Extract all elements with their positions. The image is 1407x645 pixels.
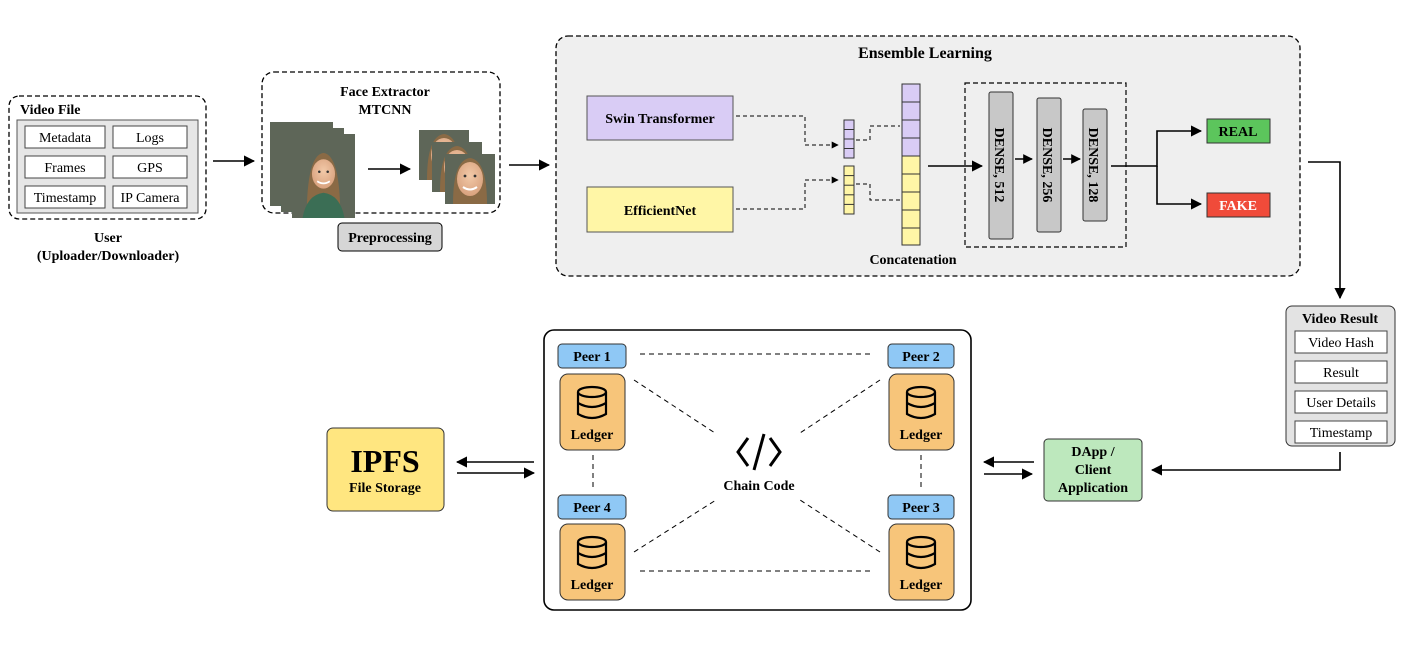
arrow-result-to-dapp (1150, 452, 1341, 476)
svg-text:Preprocessing: Preprocessing (348, 231, 431, 246)
video-field-timestamp: Timestamp (24, 185, 106, 209)
ipfs-title: IPFS (350, 443, 419, 479)
dense-layers-group (964, 82, 1127, 248)
svg-text:Ledger: Ledger (571, 428, 614, 443)
dense-layer-512: DENSE, 512 (988, 91, 1014, 240)
efficientnet-box: EfficientNet (586, 186, 734, 233)
svg-text:Logs: Logs (136, 131, 164, 146)
peer-3-label: Peer 3 (887, 494, 955, 520)
real-label: REAL (1206, 118, 1271, 144)
svg-text:Timestamp: Timestamp (34, 191, 97, 206)
fake-label: FAKE (1206, 192, 1271, 218)
database-icon (576, 385, 608, 420)
svg-text:FAKE: FAKE (1219, 199, 1257, 214)
video-file-title: Video File (20, 103, 81, 118)
svg-text:Ledger: Ledger (900, 578, 943, 593)
blockchain-network-panel: Chain Code Peer 1 Ledger Peer 2 (543, 329, 972, 611)
svg-text:Client: Client (1075, 463, 1112, 478)
code-icon (736, 433, 782, 471)
preprocessing-badge: Preprocessing (337, 222, 443, 252)
svg-text:Application: Application (1058, 481, 1128, 496)
svg-text:Peer 4: Peer 4 (573, 501, 610, 516)
ensemble-title: Ensemble Learning (858, 45, 992, 62)
dense-layer-128: DENSE, 128 (1082, 108, 1108, 222)
svg-text:Timestamp: Timestamp (1310, 426, 1373, 441)
svg-text:DENSE, 512: DENSE, 512 (991, 128, 1006, 203)
svg-text:Video Hash: Video Hash (1308, 336, 1374, 351)
connector-vector-to-concat-bottom (856, 183, 900, 201)
database-icon (576, 535, 608, 570)
database-icon (905, 535, 937, 570)
svg-text:User Details: User Details (1306, 396, 1376, 411)
result-field-user-details: User Details (1294, 390, 1388, 414)
ipfs-storage-box: IPFS File Storage (326, 427, 445, 512)
svg-text:GPS: GPS (137, 161, 163, 176)
ledger-1: Ledger (559, 373, 626, 451)
arrow-to-fake (1156, 166, 1203, 210)
user-role-label: (Uploader/Downloader) (37, 249, 180, 264)
svg-text:REAL: REAL (1219, 125, 1258, 140)
ipfs-subtitle: File Storage (349, 481, 421, 496)
video-field-logs: Logs (112, 125, 188, 149)
svg-text:IP Camera: IP Camera (121, 191, 181, 206)
video-field-ip-camera: IP Camera (112, 185, 188, 209)
svg-text:Swin Transformer: Swin Transformer (605, 112, 715, 127)
svg-text:Metadata: Metadata (39, 131, 92, 146)
video-field-frames: Frames (24, 155, 106, 179)
arrow-ensemble-to-result (1308, 161, 1346, 300)
video-result-panel: Video Result Video Hash Result User Deta… (1285, 305, 1396, 447)
svg-text:Frames: Frames (44, 161, 85, 176)
ensemble-panel: Ensemble Learning Swin Transformer Effic… (555, 35, 1301, 277)
svg-text:DApp /: DApp / (1071, 445, 1115, 460)
video-file-panel: Video File Metadata Logs Frames GPS Time… (8, 95, 207, 220)
svg-text:DENSE, 256: DENSE, 256 (1039, 128, 1054, 203)
video-result-title: Video Result (1302, 312, 1378, 327)
svg-text:Peer 3: Peer 3 (902, 501, 939, 516)
dense-layer-256: DENSE, 256 (1036, 97, 1062, 233)
svg-text:Ledger: Ledger (571, 578, 614, 593)
swin-transformer-box: Swin Transformer (586, 95, 734, 141)
arrow-to-real (1111, 125, 1203, 167)
svg-text:Peer 2: Peer 2 (902, 350, 939, 365)
connector-vector-to-concat-top (856, 125, 900, 141)
peer-4-label: Peer 4 (557, 494, 627, 520)
svg-text:Result: Result (1323, 366, 1359, 381)
svg-text:DENSE, 128: DENSE, 128 (1085, 128, 1100, 203)
concatenation-label: Concatenation (869, 253, 956, 268)
svg-text:EfficientNet: EfficientNet (624, 204, 697, 219)
ledger-3: Ledger (888, 523, 955, 601)
result-field-video-hash: Video Hash (1294, 330, 1388, 354)
face-extractor-panel: Face Extractor MTCNN (261, 71, 501, 219)
peer-1-label: Peer 1 (557, 343, 627, 369)
face-extractor-title: Face Extractor (340, 85, 430, 100)
ledger-4: Ledger (559, 523, 626, 601)
video-field-gps: GPS (112, 155, 188, 179)
concatenated-vector (901, 83, 921, 246)
connector-swin-to-vector (736, 115, 839, 149)
efficientnet-feature-vector (843, 165, 855, 215)
database-icon (905, 385, 937, 420)
video-field-metadata: Metadata (24, 125, 106, 149)
dapp-client-box: DApp / Client Application (1043, 438, 1143, 502)
user-label: User (94, 231, 122, 246)
result-field-result: Result (1294, 360, 1388, 384)
svg-text:Ledger: Ledger (900, 428, 943, 443)
peer-2-label: Peer 2 (887, 343, 955, 369)
chain-code-label: Chain Code (723, 479, 794, 494)
input-frames-image (269, 121, 356, 219)
result-field-timestamp: Timestamp (1294, 420, 1388, 444)
connector-efficientnet-to-vector (736, 176, 839, 210)
mtcnn-title: MTCNN (359, 103, 412, 118)
svg-text:Peer 1: Peer 1 (573, 350, 610, 365)
ledger-2: Ledger (888, 373, 955, 451)
swin-feature-vector (843, 119, 855, 159)
